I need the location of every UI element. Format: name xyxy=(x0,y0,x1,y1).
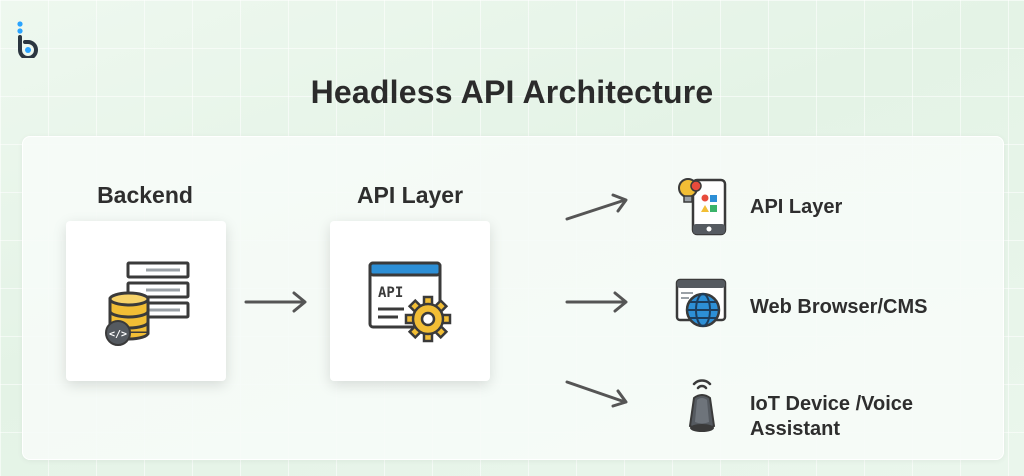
page-title: Headless API Architecture xyxy=(310,74,714,110)
smart-speaker-icon xyxy=(688,379,716,432)
brand-logo xyxy=(17,21,38,58)
arrow-to-api-layer xyxy=(565,193,628,221)
arrow-to-web-browser xyxy=(565,291,628,313)
output-label-api-layer: API Layer xyxy=(750,196,843,218)
server-database-icon: </> xyxy=(105,261,190,346)
api-layer-heading: API Layer xyxy=(356,182,464,208)
output-label-iot-line1: IoT Device /Voice xyxy=(750,393,914,415)
arrow-backend-to-api xyxy=(244,291,307,313)
svg-text:</>: </> xyxy=(109,329,127,340)
svg-text:API: API xyxy=(378,285,403,301)
arrow-to-iot-device xyxy=(565,380,628,408)
mobile-app-icon xyxy=(678,178,727,236)
backend-heading: Backend xyxy=(97,182,193,208)
api-gear-icon: API xyxy=(368,261,452,343)
output-label-iot-line2: Assistant xyxy=(750,418,841,440)
output-label-web-browser: Web Browser/CMS xyxy=(750,296,928,318)
api-layer-card: API xyxy=(330,221,490,381)
web-browser-globe-icon xyxy=(675,278,727,328)
backend-card: </> xyxy=(66,221,226,381)
output-label-iot-device: IoT Device /Voice Assistant xyxy=(750,392,913,442)
